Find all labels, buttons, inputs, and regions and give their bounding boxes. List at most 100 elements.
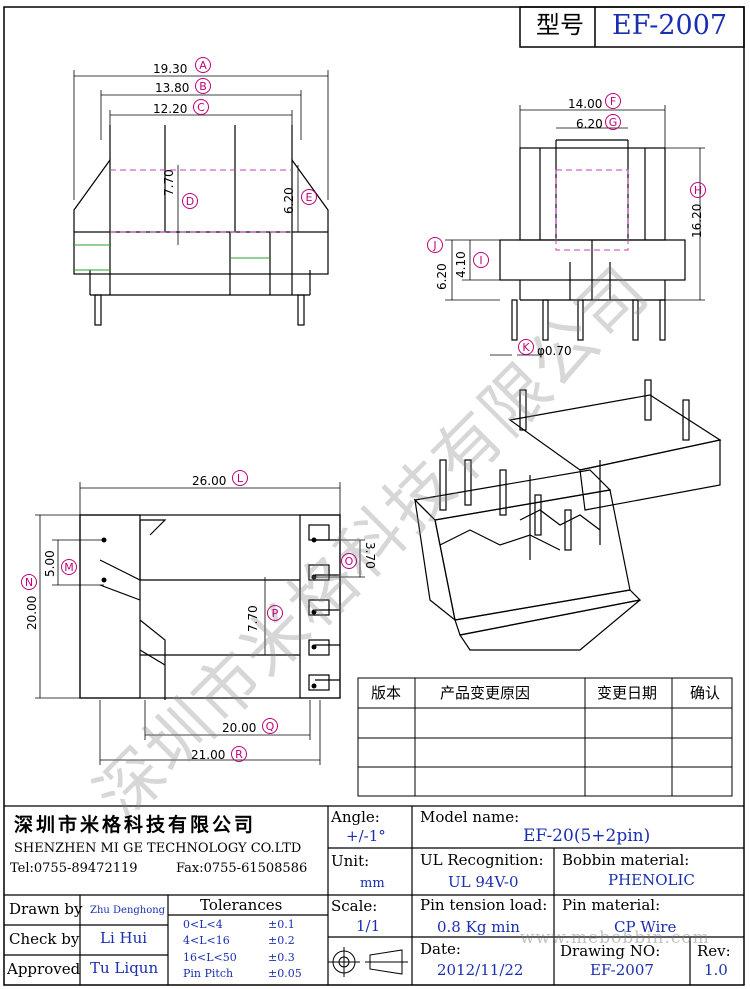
svg-text:P: P xyxy=(272,607,279,620)
dim-bottom-q: 20.00 xyxy=(222,721,257,735)
svg-text:A: A xyxy=(199,59,207,72)
dim-side-j: 6.20 xyxy=(435,263,449,290)
tolerance-range-3: 16<L<50 xyxy=(183,951,237,964)
svg-text:K: K xyxy=(522,341,530,354)
rev-header-version: 版本 xyxy=(371,684,402,702)
tolerances-title: Tolerances xyxy=(200,896,283,914)
revision-table-lines xyxy=(357,677,733,797)
svg-text:Q: Q xyxy=(266,720,275,733)
dim-bottom-o: 3.70 xyxy=(363,542,377,569)
dim-side-k: φ0.70 xyxy=(537,344,572,358)
svg-text:O: O xyxy=(345,555,354,568)
dim-side-i: 4.10 xyxy=(454,251,468,278)
unit-value: mm xyxy=(360,876,385,891)
drawn-by-label: Drawn by xyxy=(9,900,83,918)
website-watermark: www.mebobbin.com xyxy=(520,928,710,948)
dim-bottom-m: 5.00 xyxy=(43,550,57,577)
dim-bottom-l: 26.00 xyxy=(192,474,227,488)
rev-header-reason: 产品变更原因 xyxy=(440,684,531,702)
approved-value: Tu Liqun xyxy=(90,959,159,977)
dim-bottom-p: 7.70 xyxy=(246,605,260,632)
pin-material-label: Pin material: xyxy=(562,896,661,914)
tolerance-range-1: 0<L<4 xyxy=(183,918,223,931)
svg-text:I: I xyxy=(479,254,482,267)
model-code: EF-2007 xyxy=(612,10,728,41)
drawing-no-label: Drawing NO: xyxy=(560,942,661,960)
date-value: 2012/11/22 xyxy=(437,961,524,979)
tolerance-range-2: 4<L<16 xyxy=(183,934,230,947)
svg-text:F: F xyxy=(610,95,616,108)
side-view-hidden xyxy=(555,169,629,251)
side-dim-lines xyxy=(445,105,705,356)
bobbin-material-value: PHENOLIC xyxy=(608,871,695,889)
marker-e: E xyxy=(300,188,318,208)
svg-text:L: L xyxy=(237,472,244,485)
marker-g: G xyxy=(604,113,622,133)
front-view-hidden xyxy=(110,169,292,233)
svg-text:D: D xyxy=(186,195,194,208)
model-header-box xyxy=(519,6,745,48)
svg-text:G: G xyxy=(609,116,618,129)
dim-front-e: 6.20 xyxy=(282,187,296,214)
marker-p: P xyxy=(266,604,284,624)
tolerance-value-4: ±0.05 xyxy=(268,967,302,980)
marker-r: R xyxy=(230,745,248,765)
check-by-label: Check by xyxy=(9,930,80,948)
tolerance-range-4: Pin Pitch xyxy=(183,967,234,980)
marker-n: N xyxy=(20,573,38,593)
marker-a: A xyxy=(194,56,212,76)
dim-front-a: 19.30 xyxy=(153,62,188,76)
bobbin-material-label: Bobbin material: xyxy=(562,851,690,869)
svg-text:J: J xyxy=(432,239,436,252)
model-name-value: EF-20(5+2pin) xyxy=(523,826,651,846)
svg-text:B: B xyxy=(199,80,207,93)
tolerance-value-1: ±0.1 xyxy=(268,918,295,931)
dim-side-g: 6.20 xyxy=(576,117,603,131)
marker-h: H xyxy=(689,181,707,201)
svg-text:N: N xyxy=(25,576,33,589)
check-by-value: Li Hui xyxy=(100,929,148,947)
rev-label: Rev: xyxy=(697,942,731,960)
sheet-border xyxy=(3,6,745,986)
bottom-dim-lines xyxy=(35,482,365,765)
title-block-lines xyxy=(4,805,744,985)
marker-j: J xyxy=(426,236,444,256)
front-view xyxy=(73,125,329,326)
svg-text:E: E xyxy=(306,191,313,204)
rev-header-confirm: 确认 xyxy=(690,684,721,702)
angle-label: Angle: xyxy=(331,808,380,826)
svg-text:C: C xyxy=(197,101,205,114)
svg-text:M: M xyxy=(64,561,74,574)
dim-front-d: 7.70 xyxy=(162,169,176,196)
scale-label: Scale: xyxy=(331,897,378,915)
angle-value: +/-1° xyxy=(346,827,386,845)
marker-i: I xyxy=(472,251,490,271)
marker-q: Q xyxy=(261,717,279,737)
rev-value: 1.0 xyxy=(704,961,728,979)
svg-text:H: H xyxy=(694,184,702,197)
ul-recognition-label: UL Recognition: xyxy=(420,851,544,869)
company-name-cn: 深圳市米格科技有限公司 xyxy=(14,814,257,836)
marker-f: F xyxy=(604,92,622,112)
marker-d: D xyxy=(181,192,199,212)
tolerance-value-2: ±0.2 xyxy=(268,934,295,947)
marker-m: M xyxy=(60,558,78,578)
dim-bottom-n: 20.00 xyxy=(25,595,39,630)
ul-recognition-value: UL 94V-0 xyxy=(448,873,519,891)
marker-c: C xyxy=(192,98,210,118)
dim-front-c: 12.20 xyxy=(153,102,188,116)
scale-value: 1/1 xyxy=(356,917,381,935)
pin-tension-label: Pin tension load: xyxy=(420,896,548,914)
marker-b: B xyxy=(194,77,212,97)
isometric-view xyxy=(413,379,722,651)
pin-tension-value: 0.8 Kg min xyxy=(437,918,520,936)
pin-material-value: CP Wire xyxy=(614,918,677,936)
date-label: Date: xyxy=(420,940,461,958)
marker-o: O xyxy=(340,552,358,572)
company-tel: Tel:0755-89472119 xyxy=(10,861,138,876)
unit-label: Unit: xyxy=(331,852,370,870)
rev-header-date: 变更日期 xyxy=(597,684,658,702)
dim-front-b: 13.80 xyxy=(155,81,190,95)
svg-text:R: R xyxy=(235,748,243,761)
type-label: 型号 xyxy=(536,11,584,39)
